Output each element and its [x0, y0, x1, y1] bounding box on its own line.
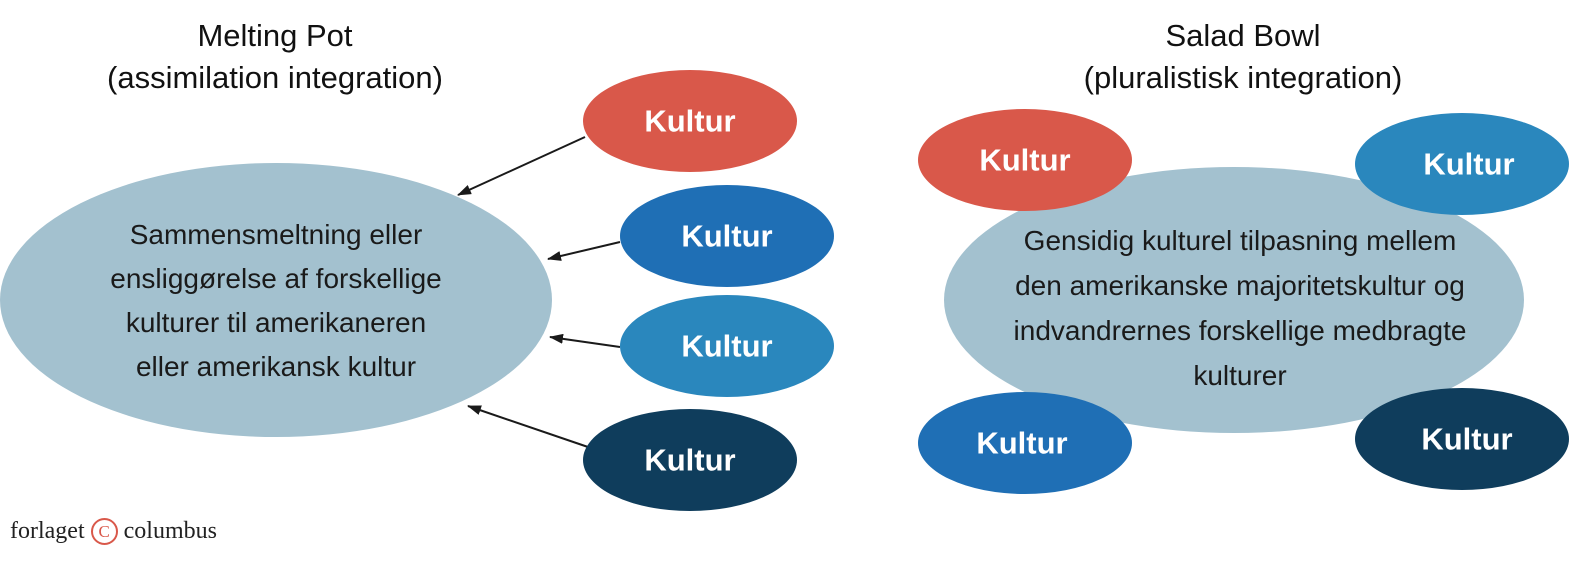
melting-pot-culture-1: Kultur [583, 70, 797, 172]
copyright-c-icon: C [90, 518, 118, 545]
publisher-logo: forlaget C columbus [10, 518, 217, 545]
salad-bowl-culture-3-label: Kultur [976, 426, 1067, 461]
melting-pot-section: Melting Pot (assimilation integration) S… [0, 18, 834, 511]
salad-bowl-title: Salad Bowl [1165, 18, 1320, 53]
melting-pot-culture-4-label: Kultur [644, 443, 735, 478]
melting-pot-culture-bubble [583, 70, 797, 172]
melting-pot-culture-2: Kultur [620, 185, 834, 287]
salad-bowl-culture-2: Kultur [1355, 113, 1569, 215]
salad-bowl-culture-4-label: Kultur [1421, 422, 1512, 457]
logo-text-left: forlaget [10, 518, 85, 544]
salad-bowl-culture-1: Kultur [918, 109, 1132, 211]
salad-bowl-culture-3: Kultur [918, 392, 1132, 494]
salad-bowl-culture-bubble [1355, 388, 1569, 490]
melting-pot-text-line-4: eller amerikansk kultur [136, 351, 416, 382]
melting-pot-arrow-4 [467, 405, 589, 448]
melting-pot-arrow-2 [547, 241, 621, 261]
salad-bowl-culture-2-label: Kultur [1423, 147, 1514, 182]
salad-bowl-culture-bubble [918, 392, 1132, 494]
melting-pot-culture-2-label: Kultur [681, 219, 772, 254]
melting-pot-culture-bubble [620, 185, 834, 287]
logo-text-right: columbus [123, 518, 217, 544]
melting-pot-text-line-3: kulturer til amerikaneren [126, 307, 426, 338]
melting-pot-culture-1-label: Kultur [644, 104, 735, 139]
salad-bowl-section: Salad Bowl (pluralistisk integration) Ge… [918, 18, 1569, 494]
melting-pot-title: Melting Pot [197, 18, 352, 53]
melting-pot-arrow-3 [549, 333, 621, 348]
melting-pot-culture-bubble [583, 409, 797, 511]
melting-pot-central-ellipse [0, 163, 552, 437]
salad-bowl-culture-bubble [1355, 113, 1569, 215]
salad-bowl-culture-bubble [918, 109, 1132, 211]
melting-pot-culture-3: Kultur [620, 295, 834, 397]
melting-pot-subtitle: (assimilation integration) [107, 60, 443, 95]
salad-bowl-central-ellipse [944, 167, 1524, 433]
salad-bowl-culture-4: Kultur [1355, 388, 1569, 490]
melting-pot-culture-bubble [620, 295, 834, 397]
salad-bowl-text-line-3: indvandrernes forskellige medbragte [1014, 315, 1467, 346]
melting-pot-culture-3-label: Kultur [681, 329, 772, 364]
melting-pot-arrow-1 [457, 136, 586, 196]
melting-pot-text-line-2: ensliggørelse af forskellige [110, 263, 442, 294]
salad-bowl-culture-1-label: Kultur [979, 143, 1070, 178]
melting-pot-culture-4: Kultur [583, 409, 797, 511]
salad-bowl-text-line-1: Gensidig kulturel tilpasning mellem [1024, 225, 1457, 256]
salad-bowl-text-line-4: kulturer [1193, 360, 1286, 391]
melting-pot-text-line-1: Sammensmeltning eller [130, 219, 423, 250]
salad-bowl-text-line-2: den amerikanske majoritetskultur og [1015, 270, 1465, 301]
salad-bowl-subtitle: (pluralistisk integration) [1084, 60, 1403, 95]
